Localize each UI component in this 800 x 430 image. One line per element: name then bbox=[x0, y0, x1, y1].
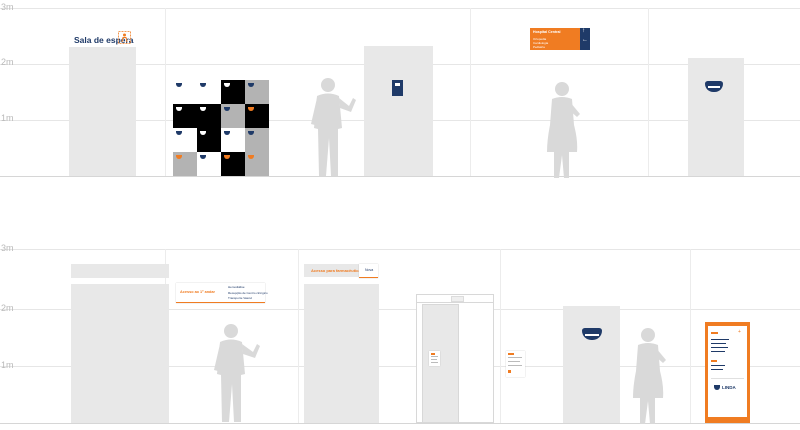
notice-line bbox=[431, 356, 438, 357]
totem-panel: + LINDA bbox=[708, 326, 747, 417]
ward-door bbox=[688, 58, 744, 176]
person-silhouette bbox=[633, 328, 666, 424]
scale-label-2m: 2m bbox=[1, 57, 14, 67]
scale-label-1m: 1m bbox=[1, 113, 14, 123]
first-floor-item: Hemodiálise bbox=[228, 285, 245, 289]
waiting-room-icon bbox=[118, 31, 131, 44]
first-floor-item: Transporte Vascul bbox=[228, 296, 253, 300]
wall-tile bbox=[221, 80, 245, 104]
wall-tile bbox=[173, 152, 197, 176]
pharmacy-button-label: Nova bbox=[365, 268, 374, 272]
notice-accent bbox=[431, 353, 435, 355]
totem-line bbox=[711, 351, 725, 352]
top-divider-1 bbox=[165, 8, 166, 176]
wall-notice bbox=[506, 351, 525, 377]
totem-line bbox=[711, 343, 726, 344]
wall-tile bbox=[245, 128, 269, 152]
elevator-door bbox=[71, 284, 169, 423]
waiting-room-door bbox=[69, 47, 136, 176]
pharmacy-label: Acesso para farmacêutica bbox=[311, 268, 361, 273]
person-silhouette bbox=[311, 78, 356, 176]
totem-accent bbox=[711, 360, 717, 362]
door-sign-mark bbox=[395, 83, 400, 86]
wall-tile bbox=[197, 80, 221, 104]
totem-brand: LINDA bbox=[722, 385, 736, 390]
directory-sign-line: Cardiologia bbox=[533, 41, 549, 45]
first-floor-label: Acesso ao 1º andar bbox=[180, 290, 215, 294]
totem-logo-mark bbox=[714, 385, 720, 390]
plus-icon: + bbox=[738, 329, 741, 335]
shield-logo bbox=[705, 81, 723, 92]
scale-label-1m: 1m bbox=[1, 360, 14, 370]
wall-tile bbox=[197, 152, 221, 176]
shield-logo bbox=[582, 328, 602, 340]
bottom-floor-line bbox=[0, 423, 800, 424]
person-silhouette bbox=[214, 324, 260, 422]
directory-sign-line: Pediatria bbox=[533, 45, 545, 49]
top-grid-3m bbox=[0, 8, 800, 9]
pharmacy-button: Nova bbox=[359, 264, 378, 278]
door-sign bbox=[392, 80, 403, 96]
directory-sign-line: Ortopedia bbox=[533, 37, 547, 41]
ward-door bbox=[563, 306, 620, 423]
waiting-room-title: Sala de espera bbox=[74, 35, 134, 45]
notice-accent bbox=[508, 370, 511, 373]
top-divider-3 bbox=[648, 8, 649, 176]
arrow-left-icon: ← bbox=[582, 37, 588, 43]
notice-line bbox=[508, 365, 522, 366]
elevator-header bbox=[71, 264, 169, 278]
service-door-notice bbox=[429, 351, 440, 366]
notice-line bbox=[508, 357, 522, 358]
service-door-plate bbox=[451, 296, 464, 302]
pharmacy-door bbox=[304, 284, 379, 423]
first-floor-sign: Acesso ao 1º andar Hemodiálise Recepção … bbox=[176, 283, 268, 303]
wall-tile bbox=[245, 152, 269, 176]
notice-line bbox=[431, 362, 438, 363]
notice-line bbox=[431, 359, 437, 360]
service-door-top-bar bbox=[416, 294, 494, 303]
notice-line bbox=[508, 361, 520, 362]
wall-tile bbox=[221, 152, 245, 176]
scale-label-2m: 2m bbox=[1, 303, 14, 313]
totem-line bbox=[711, 347, 728, 348]
directory-sign-header: Hospital Central bbox=[533, 30, 561, 34]
office-door bbox=[364, 46, 433, 176]
totem-line bbox=[711, 339, 729, 340]
shield-logo-band bbox=[708, 86, 720, 88]
wall-tile bbox=[221, 104, 245, 128]
arrow-up-icon: ↑ bbox=[582, 28, 585, 34]
wall-tile bbox=[197, 128, 221, 152]
wall-tile bbox=[245, 104, 269, 128]
service-door-panel bbox=[423, 305, 458, 422]
top-divider-2 bbox=[470, 8, 471, 176]
bottom-grid-1m bbox=[0, 366, 800, 367]
pharmacy-header bbox=[304, 264, 359, 277]
wall-tile bbox=[245, 80, 269, 104]
notice-accent bbox=[508, 353, 514, 355]
wall-tile bbox=[173, 80, 197, 104]
totem-divider bbox=[711, 378, 744, 379]
person-silhouette bbox=[547, 82, 580, 178]
bottom-divider-4 bbox=[690, 249, 691, 423]
totem-accent bbox=[711, 332, 718, 334]
shield-logo-band bbox=[585, 334, 599, 336]
directory-sign-arrow-panel bbox=[580, 28, 590, 50]
first-floor-item: Recepção de Centro cirúrgico bbox=[228, 291, 268, 295]
scale-label-3m: 3m bbox=[1, 243, 14, 253]
checkerboard-wall bbox=[173, 80, 269, 176]
wall-tile bbox=[173, 128, 197, 152]
totem-line bbox=[711, 365, 725, 366]
bottom-grid-3m bbox=[0, 249, 800, 250]
totem-line bbox=[711, 369, 723, 370]
bottom-divider-2 bbox=[298, 249, 299, 423]
info-totem: + LINDA bbox=[705, 322, 750, 423]
wall-tile bbox=[221, 128, 245, 152]
bottom-grid-2m bbox=[0, 309, 800, 310]
bottom-divider-3 bbox=[500, 249, 501, 423]
scale-label-3m: 3m bbox=[1, 2, 14, 12]
directory-sign: Hospital Central Ortopedia Cardiologia P… bbox=[530, 28, 590, 50]
wall-tile bbox=[173, 104, 197, 128]
top-floor-line bbox=[0, 176, 800, 177]
wall-tile bbox=[197, 104, 221, 128]
